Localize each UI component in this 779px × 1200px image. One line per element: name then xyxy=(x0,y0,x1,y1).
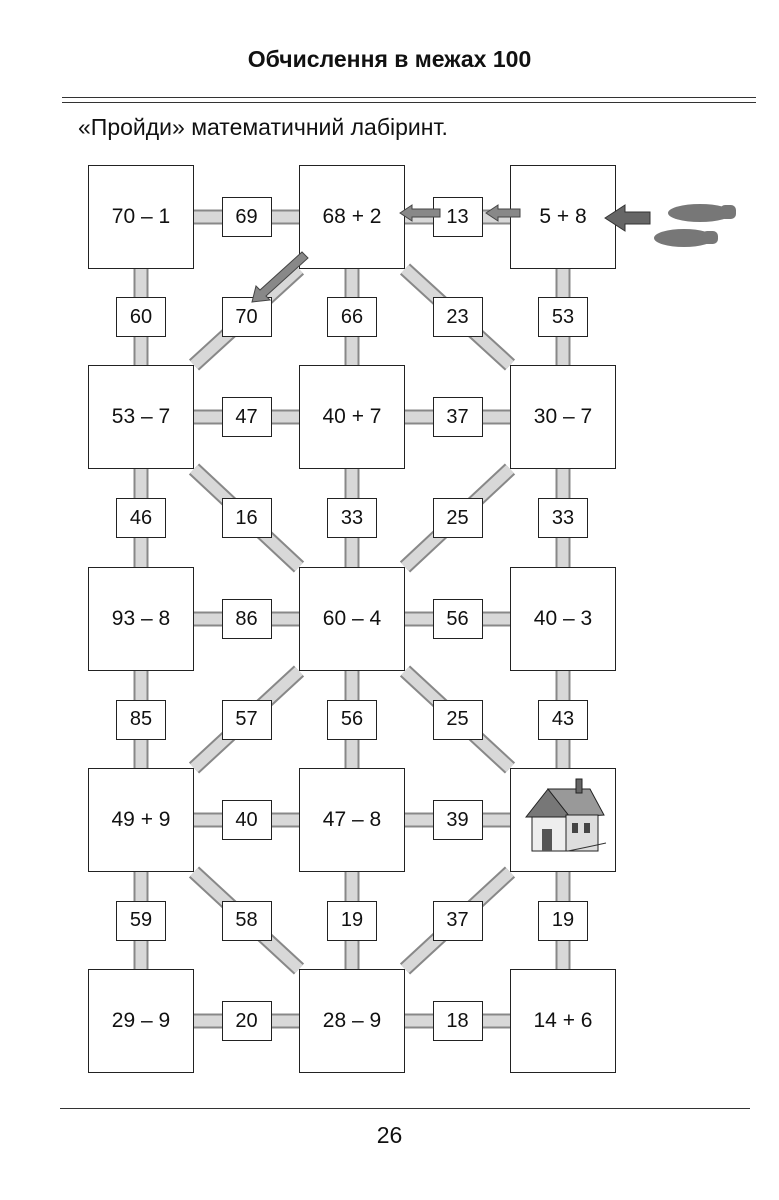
expression-box-label: 5 + 8 xyxy=(539,205,587,228)
expression-box: 47 – 8 xyxy=(299,768,405,872)
expression-box: 29 – 9 xyxy=(88,969,194,1073)
answer-box: 66 xyxy=(327,297,377,337)
answer-box-label: 58 xyxy=(235,909,258,931)
expression-box-label: 53 – 7 xyxy=(111,405,171,428)
expression-box: 53 – 7 xyxy=(88,365,194,469)
expression-box: 28 – 9 xyxy=(299,969,405,1073)
answer-box-label: 86 xyxy=(235,607,258,630)
expression-box: 60 – 4 xyxy=(299,567,405,671)
answer-box-label: 18 xyxy=(446,1009,469,1032)
answer-box: 70 xyxy=(221,297,272,337)
answer-box: 56 xyxy=(327,699,377,740)
answer-box: 25 xyxy=(432,699,483,740)
answer-box-label: 47 xyxy=(235,405,258,428)
expression-box-label: 68 + 2 xyxy=(322,205,382,228)
footer-divider xyxy=(60,1108,750,1109)
answer-box-label: 13 xyxy=(446,205,469,228)
answer-box-label: 70 xyxy=(235,305,258,328)
answer-box-label: 39 xyxy=(446,808,469,831)
answer-box-label: 56 xyxy=(446,607,469,630)
answer-box-label: 16 xyxy=(235,506,258,529)
answer-box: 40 xyxy=(221,800,272,840)
answer-box-label: 60 xyxy=(129,305,153,328)
answer-box-label: 37 xyxy=(446,405,469,428)
expression-box: 5 + 8 xyxy=(510,165,616,269)
answer-box: 25 xyxy=(432,498,483,538)
title-divider xyxy=(62,97,756,98)
answer-box: 60 xyxy=(116,297,166,337)
instruction-text: «Пройди» математичний лабіринт. xyxy=(78,114,448,140)
expression-box: 49 + 9 xyxy=(88,768,194,872)
answer-box-label: 23 xyxy=(446,305,469,328)
answer-box: 58 xyxy=(221,900,272,941)
answer-box-label: 56 xyxy=(340,708,364,730)
answer-box-label: 40 xyxy=(235,808,258,831)
house-icon xyxy=(524,778,607,852)
expression-box-label: 60 – 4 xyxy=(322,607,382,630)
answer-box: 23 xyxy=(432,297,483,337)
expression-box: 68 + 2 xyxy=(299,165,405,269)
answer-box-label: 25 xyxy=(446,708,469,730)
answer-box: 69 xyxy=(221,197,272,237)
expression-box-label: 40 + 7 xyxy=(322,405,382,428)
answer-box: 86 xyxy=(221,599,272,639)
expression-box: 30 – 7 xyxy=(510,365,616,469)
answer-box: 33 xyxy=(327,498,377,538)
answer-box-label: 59 xyxy=(129,909,153,931)
answer-box: 19 xyxy=(538,900,588,941)
answer-box: 33 xyxy=(538,498,588,538)
answer-box-label: 46 xyxy=(129,506,153,529)
answer-box: 37 xyxy=(432,397,483,437)
answer-box: 18 xyxy=(432,1001,483,1041)
expression-box-label: 28 – 9 xyxy=(322,1009,382,1032)
expression-box-label: 70 – 1 xyxy=(111,205,171,228)
answer-box-label: 69 xyxy=(235,205,258,228)
answer-box-label: 20 xyxy=(235,1009,258,1032)
answer-box: 57 xyxy=(221,699,272,740)
answer-box: 85 xyxy=(116,699,166,740)
answer-box: 43 xyxy=(538,699,588,740)
answer-box: 47 xyxy=(221,397,272,437)
answer-box: 19 xyxy=(327,900,377,941)
answer-box: 37 xyxy=(432,900,483,941)
answer-box-label: 25 xyxy=(446,506,469,529)
expression-box: 40 + 7 xyxy=(299,365,405,469)
page-number: 26 xyxy=(376,1122,403,1148)
expression-box-label: 14 + 6 xyxy=(533,1009,593,1032)
answer-box: 13 xyxy=(432,197,483,237)
answer-box-label: 66 xyxy=(340,305,364,328)
answer-box-label: 19 xyxy=(340,909,364,931)
answer-box: 39 xyxy=(432,800,483,840)
answer-box-label: 85 xyxy=(129,708,153,730)
expression-box-label: 47 – 8 xyxy=(322,808,382,831)
answer-box: 46 xyxy=(116,498,166,538)
answer-box: 20 xyxy=(221,1001,272,1041)
answer-box-label: 19 xyxy=(551,909,575,931)
title-divider-2 xyxy=(62,102,756,103)
expression-box-label: 30 – 7 xyxy=(533,405,593,428)
answer-box: 56 xyxy=(432,599,483,639)
house-goal-box xyxy=(510,768,616,872)
expression-box-label: 49 + 9 xyxy=(111,808,171,831)
expression-box: 93 – 8 xyxy=(88,567,194,671)
expression-box: 14 + 6 xyxy=(510,969,616,1073)
answer-box-label: 33 xyxy=(551,506,575,529)
answer-box-label: 43 xyxy=(551,708,575,730)
expression-box-label: 40 – 3 xyxy=(533,607,593,630)
answer-box: 16 xyxy=(221,498,272,538)
answer-box: 53 xyxy=(538,297,588,337)
expression-box-label: 93 – 8 xyxy=(111,607,171,630)
expression-box: 70 – 1 xyxy=(88,165,194,269)
answer-box: 59 xyxy=(116,900,166,941)
answer-box-label: 53 xyxy=(551,305,575,328)
answer-box-label: 37 xyxy=(446,909,469,931)
expression-box-label: 29 – 9 xyxy=(111,1009,171,1032)
answer-box-label: 57 xyxy=(235,708,258,730)
page-title: Обчислення в межах 100 xyxy=(247,46,532,72)
answer-box-label: 33 xyxy=(340,506,364,529)
expression-box: 40 – 3 xyxy=(510,567,616,671)
